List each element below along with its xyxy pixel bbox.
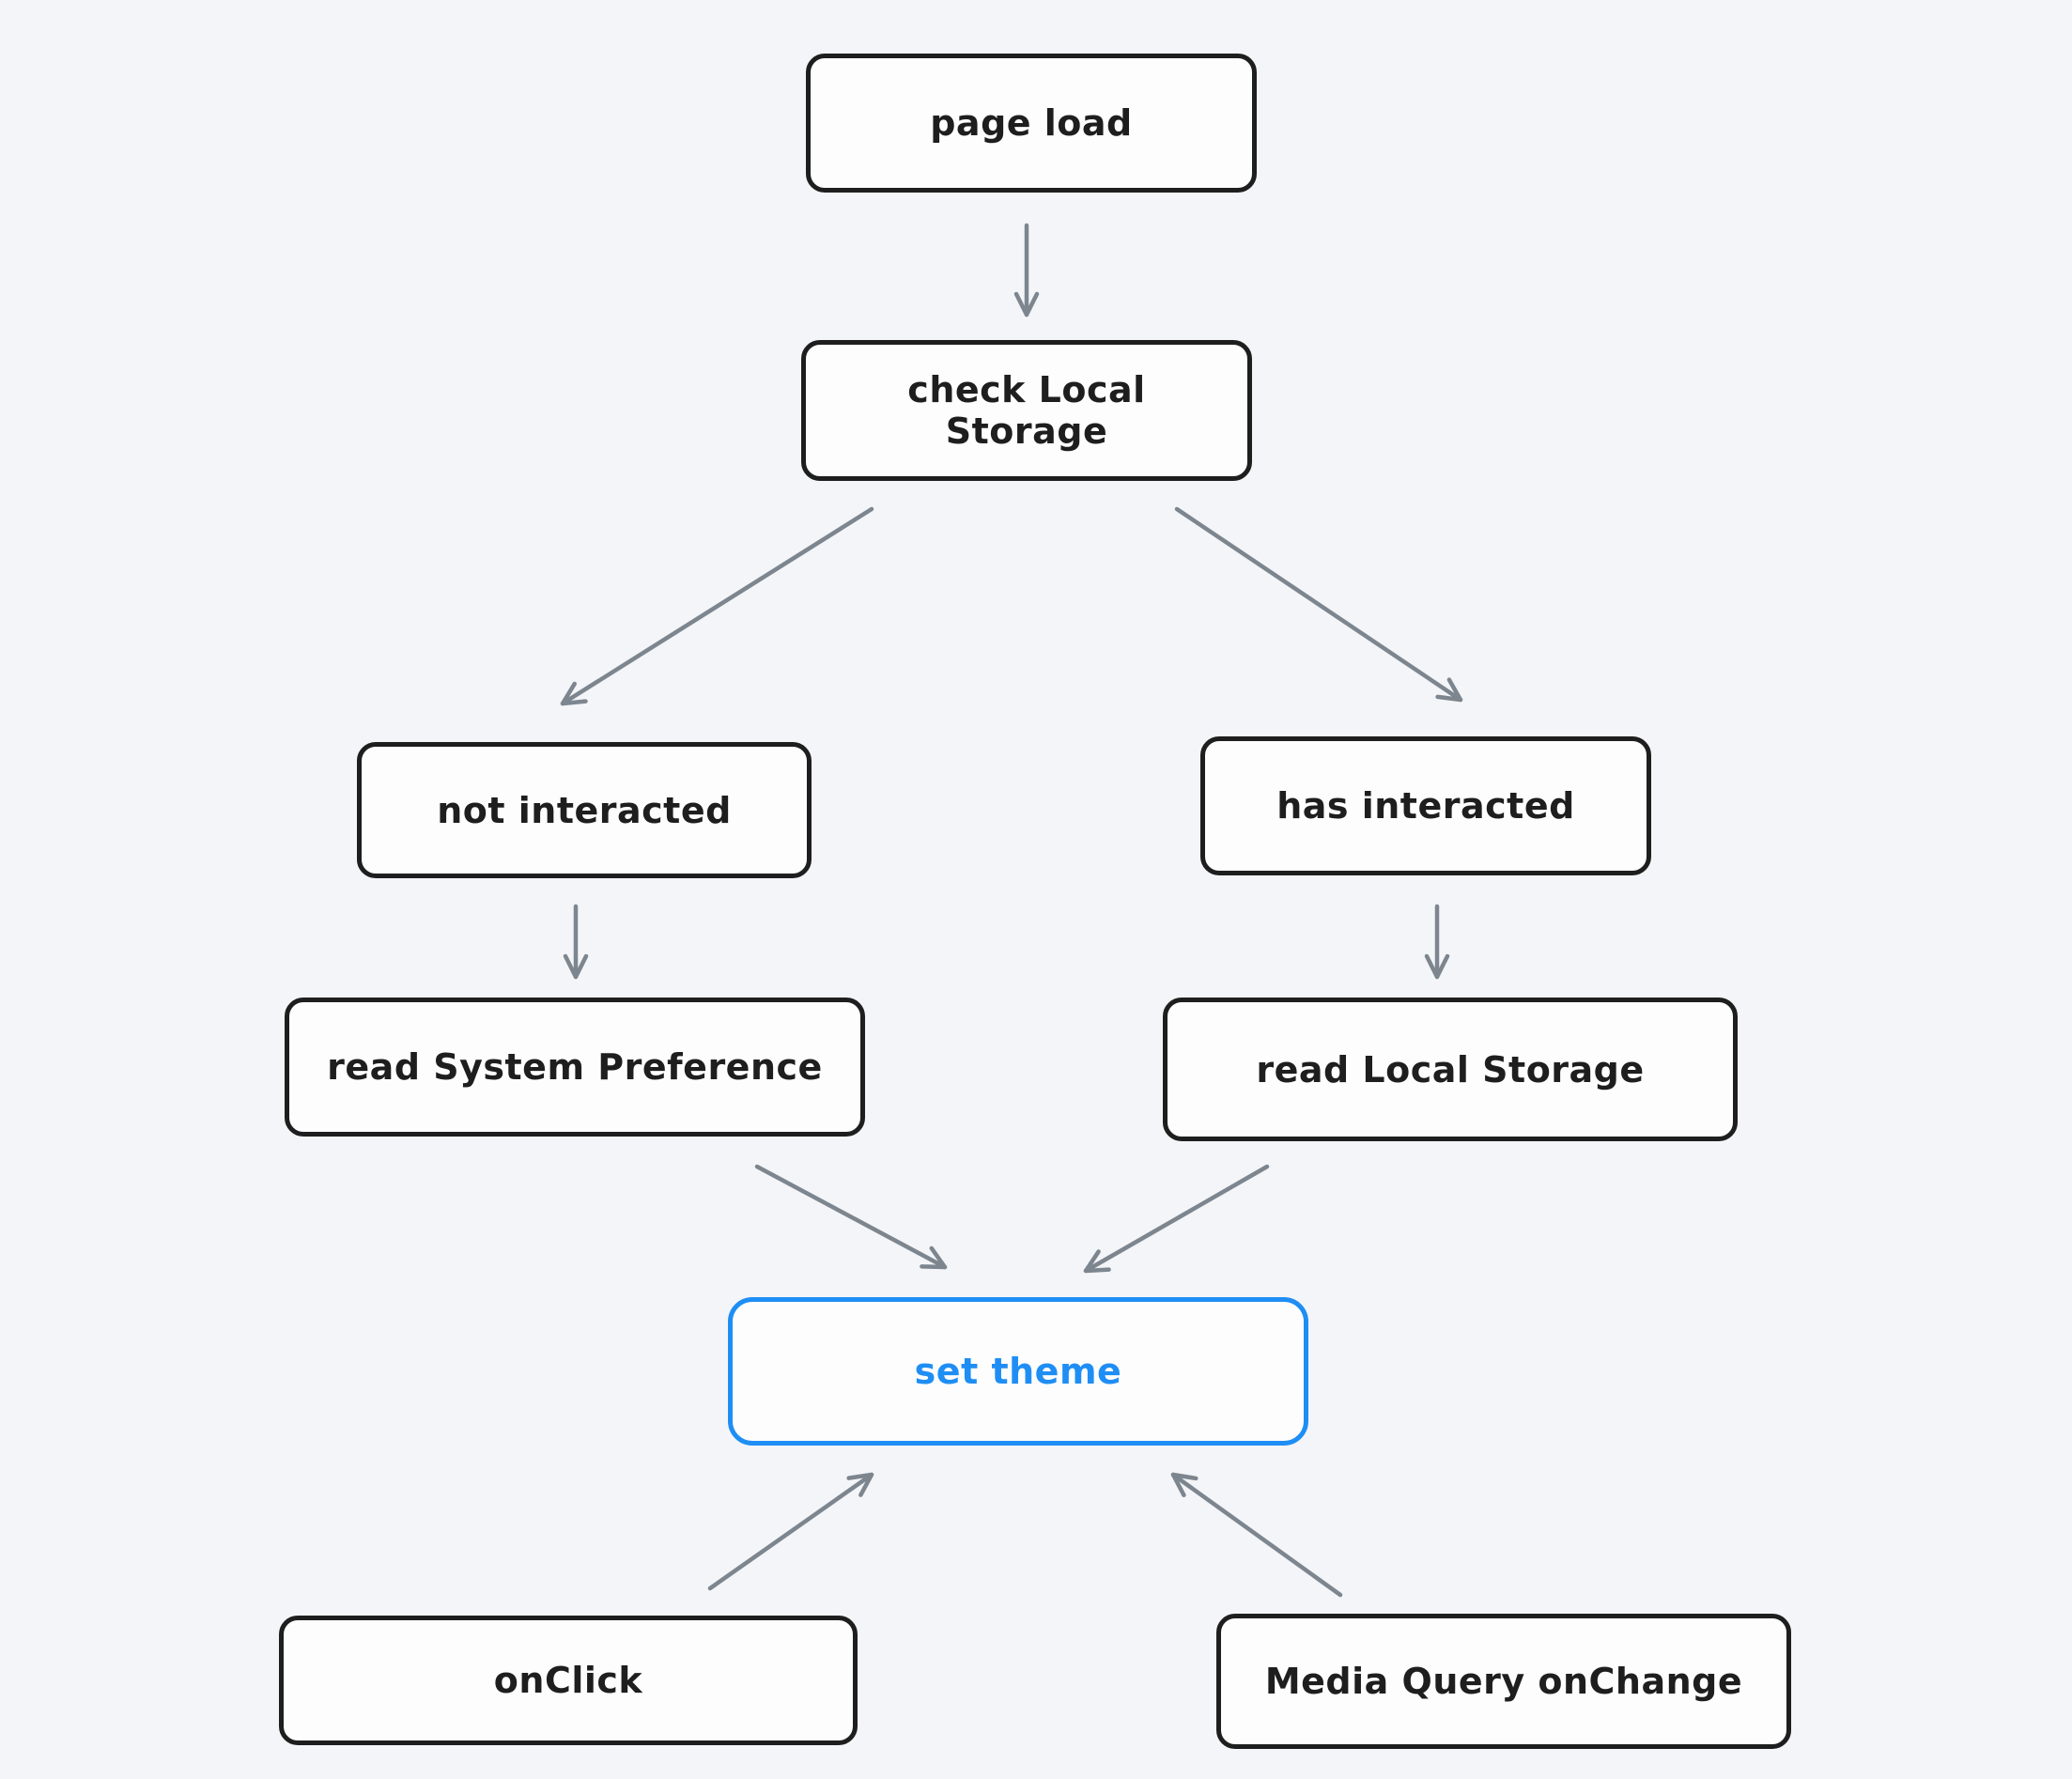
flow-node-read-local-storage[interactable]: read Local Storage (1163, 998, 1738, 1141)
flow-arrow-read-system-preference-to-set-theme (754, 1164, 948, 1270)
flow-node-label: page load (930, 102, 1133, 144)
flow-node-page-load[interactable]: page load (806, 54, 1257, 193)
flow-arrow-read-local-storage-to-set-theme (1083, 1164, 1270, 1274)
flow-node-has-interacted[interactable]: has interacted (1200, 736, 1651, 875)
flow-node-label: set theme (914, 1351, 1122, 1392)
flow-arrow-onclick-to-set-theme (707, 1472, 874, 1591)
flow-node-label: onClick (493, 1660, 643, 1701)
flow-node-set-theme[interactable]: set theme (728, 1297, 1308, 1446)
flow-node-read-system-preference[interactable]: read System Preference (285, 998, 865, 1137)
flow-arrow-check-local-storage-to-not-interacted (560, 506, 874, 706)
flow-arrow-media-query-onchange-to-set-theme (1170, 1472, 1343, 1598)
flow-node-check-local-storage[interactable]: check Local Storage (801, 340, 1252, 481)
flow-node-label: not interacted (437, 789, 732, 831)
flow-node-label: Media Query onChange (1264, 1661, 1743, 1702)
flow-node-label: has interacted (1276, 785, 1575, 827)
flow-node-label: check Local Storage (907, 369, 1146, 452)
flow-node-onclick[interactable]: onClick (279, 1616, 858, 1745)
flow-node-not-interacted[interactable]: not interacted (357, 742, 812, 878)
flow-node-label: read Local Storage (1256, 1048, 1645, 1091)
flow-node-media-query-onchange[interactable]: Media Query onChange (1216, 1614, 1791, 1749)
flow-node-label: read System Preference (327, 1046, 823, 1088)
flow-arrow-check-local-storage-to-has-interacted (1174, 506, 1463, 703)
